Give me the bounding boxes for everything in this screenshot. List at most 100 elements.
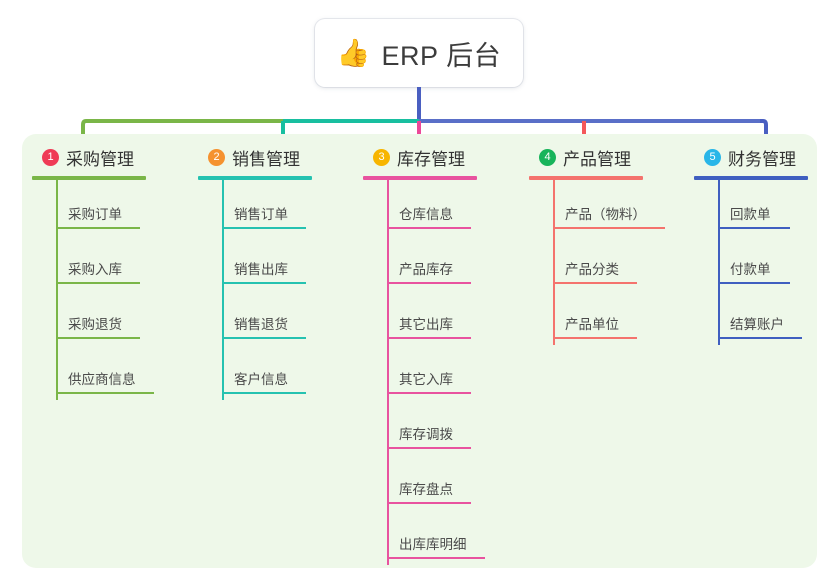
column-title-3: 库存管理 [397,149,465,169]
item-label: 库存调拨 [399,427,453,442]
item-label: 客户信息 [234,372,288,387]
list-item[interactable]: 产品分类 [529,235,643,290]
item-rule [553,337,637,339]
item-label: 采购入库 [68,262,122,277]
item-rule [56,282,140,284]
item-rule [222,337,306,339]
list-item[interactable]: 产品单位 [529,290,643,345]
list-item[interactable]: 库存盘点 [363,455,477,510]
column-header-3[interactable]: 3 库存管理 [363,144,477,170]
thumbs-up-icon: 👍 [336,37,371,68]
root-title: ERP 后台 [381,40,502,71]
list-item[interactable]: 其它入库 [363,345,477,400]
item-label: 采购订单 [68,207,122,222]
list-item[interactable]: 仓库信息 [363,180,477,235]
item-label: 产品分类 [565,262,619,277]
column-rule-4 [529,176,643,180]
column-header-1[interactable]: 1 采购管理 [32,144,146,170]
list-item[interactable]: 出库库明细 [363,510,485,565]
column-header-2[interactable]: 2 销售管理 [198,144,312,170]
item-label: 出库库明细 [399,537,467,552]
list-item[interactable]: 销售出库 [198,235,312,290]
item-label: 仓库信息 [399,207,453,222]
item-rule [222,282,306,284]
root-node[interactable]: 👍 ERP 后台 [315,19,523,87]
column-spine-3 [387,180,389,565]
list-item[interactable]: 采购订单 [32,180,146,235]
item-label: 产品库存 [399,262,453,277]
column-badge-2: 2 [208,148,225,166]
column-spine-5 [718,180,720,345]
column-items-4: 产品（物料） 产品分类产品单位 [529,180,665,345]
column-title-2: 销售管理 [232,149,300,169]
item-label: 库存盘点 [399,482,453,497]
list-item[interactable]: 产品（物料） [529,180,665,235]
column-rule-1 [32,176,146,180]
column-title-5: 财务管理 [728,149,796,169]
item-rule [387,337,471,339]
item-rule [56,227,140,229]
column-2: 2 销售管理销售订单销售出库销售退货客户信息 [198,144,312,400]
column-header-5[interactable]: 5 财务管理 [694,144,808,170]
column-4: 4 产品管理产品（物料） 产品分类产品单位 [529,144,665,345]
list-item[interactable]: 其它出库 [363,290,477,345]
item-rule [718,227,790,229]
item-rule [387,227,471,229]
item-rule [387,502,471,504]
column-title-4: 产品管理 [563,149,631,169]
item-label: 供应商信息 [68,372,136,387]
column-title-1: 采购管理 [66,149,134,169]
column-badge-4: 4 [539,148,556,166]
list-item[interactable]: 结算账户 [694,290,808,345]
item-rule [387,392,471,394]
item-label: 采购退货 [68,317,122,332]
item-rule [222,227,306,229]
list-item[interactable]: 供应商信息 [32,345,154,400]
column-spine-4 [553,180,555,345]
column-items-1: 采购订单采购入库采购退货供应商信息 [32,180,154,400]
column-badge-3: 3 [373,148,390,166]
item-rule [56,392,154,394]
list-item[interactable]: 客户信息 [198,345,312,400]
list-item[interactable]: 采购入库 [32,235,146,290]
column-items-2: 销售订单销售出库销售退货客户信息 [198,180,312,400]
item-rule [553,282,637,284]
item-label: 产品单位 [565,317,619,332]
column-header-4[interactable]: 4 产品管理 [529,144,643,170]
list-item[interactable]: 付款单 [694,235,808,290]
list-item[interactable]: 库存调拨 [363,400,477,455]
column-badge-5: 5 [704,148,721,166]
column-rule-2 [198,176,312,180]
item-rule [387,447,471,449]
content-panel [22,134,817,568]
column-rule-3 [363,176,477,180]
item-label: 结算账户 [730,317,784,332]
item-label: 回款单 [730,207,771,222]
item-rule [718,282,790,284]
item-label: 销售出库 [234,262,288,277]
list-item[interactable]: 销售退货 [198,290,312,345]
item-rule [387,557,485,559]
list-item[interactable]: 销售订单 [198,180,312,235]
item-rule [553,227,665,229]
item-label: 销售订单 [234,207,288,222]
column-5: 5 财务管理回款单付款单结算账户 [694,144,808,345]
list-item[interactable]: 回款单 [694,180,808,235]
list-item[interactable]: 采购退货 [32,290,146,345]
column-spine-2 [222,180,224,400]
column-badge-1: 1 [42,148,59,166]
item-label: 付款单 [730,262,771,277]
item-rule [56,337,140,339]
item-rule [718,337,802,339]
column-spine-1 [56,180,58,400]
column-rule-5 [694,176,808,180]
column-1: 1 采购管理采购订单采购入库采购退货供应商信息 [32,144,154,400]
list-item[interactable]: 产品库存 [363,235,477,290]
item-rule [387,282,471,284]
item-rule [222,392,306,394]
item-label: 其它入库 [399,372,453,387]
item-label: 其它出库 [399,317,453,332]
column-3: 3 库存管理仓库信息产品库存其它出库其它入库库存调拨库存盘点出库库明细 [363,144,485,565]
column-items-3: 仓库信息产品库存其它出库其它入库库存调拨库存盘点出库库明细 [363,180,485,565]
